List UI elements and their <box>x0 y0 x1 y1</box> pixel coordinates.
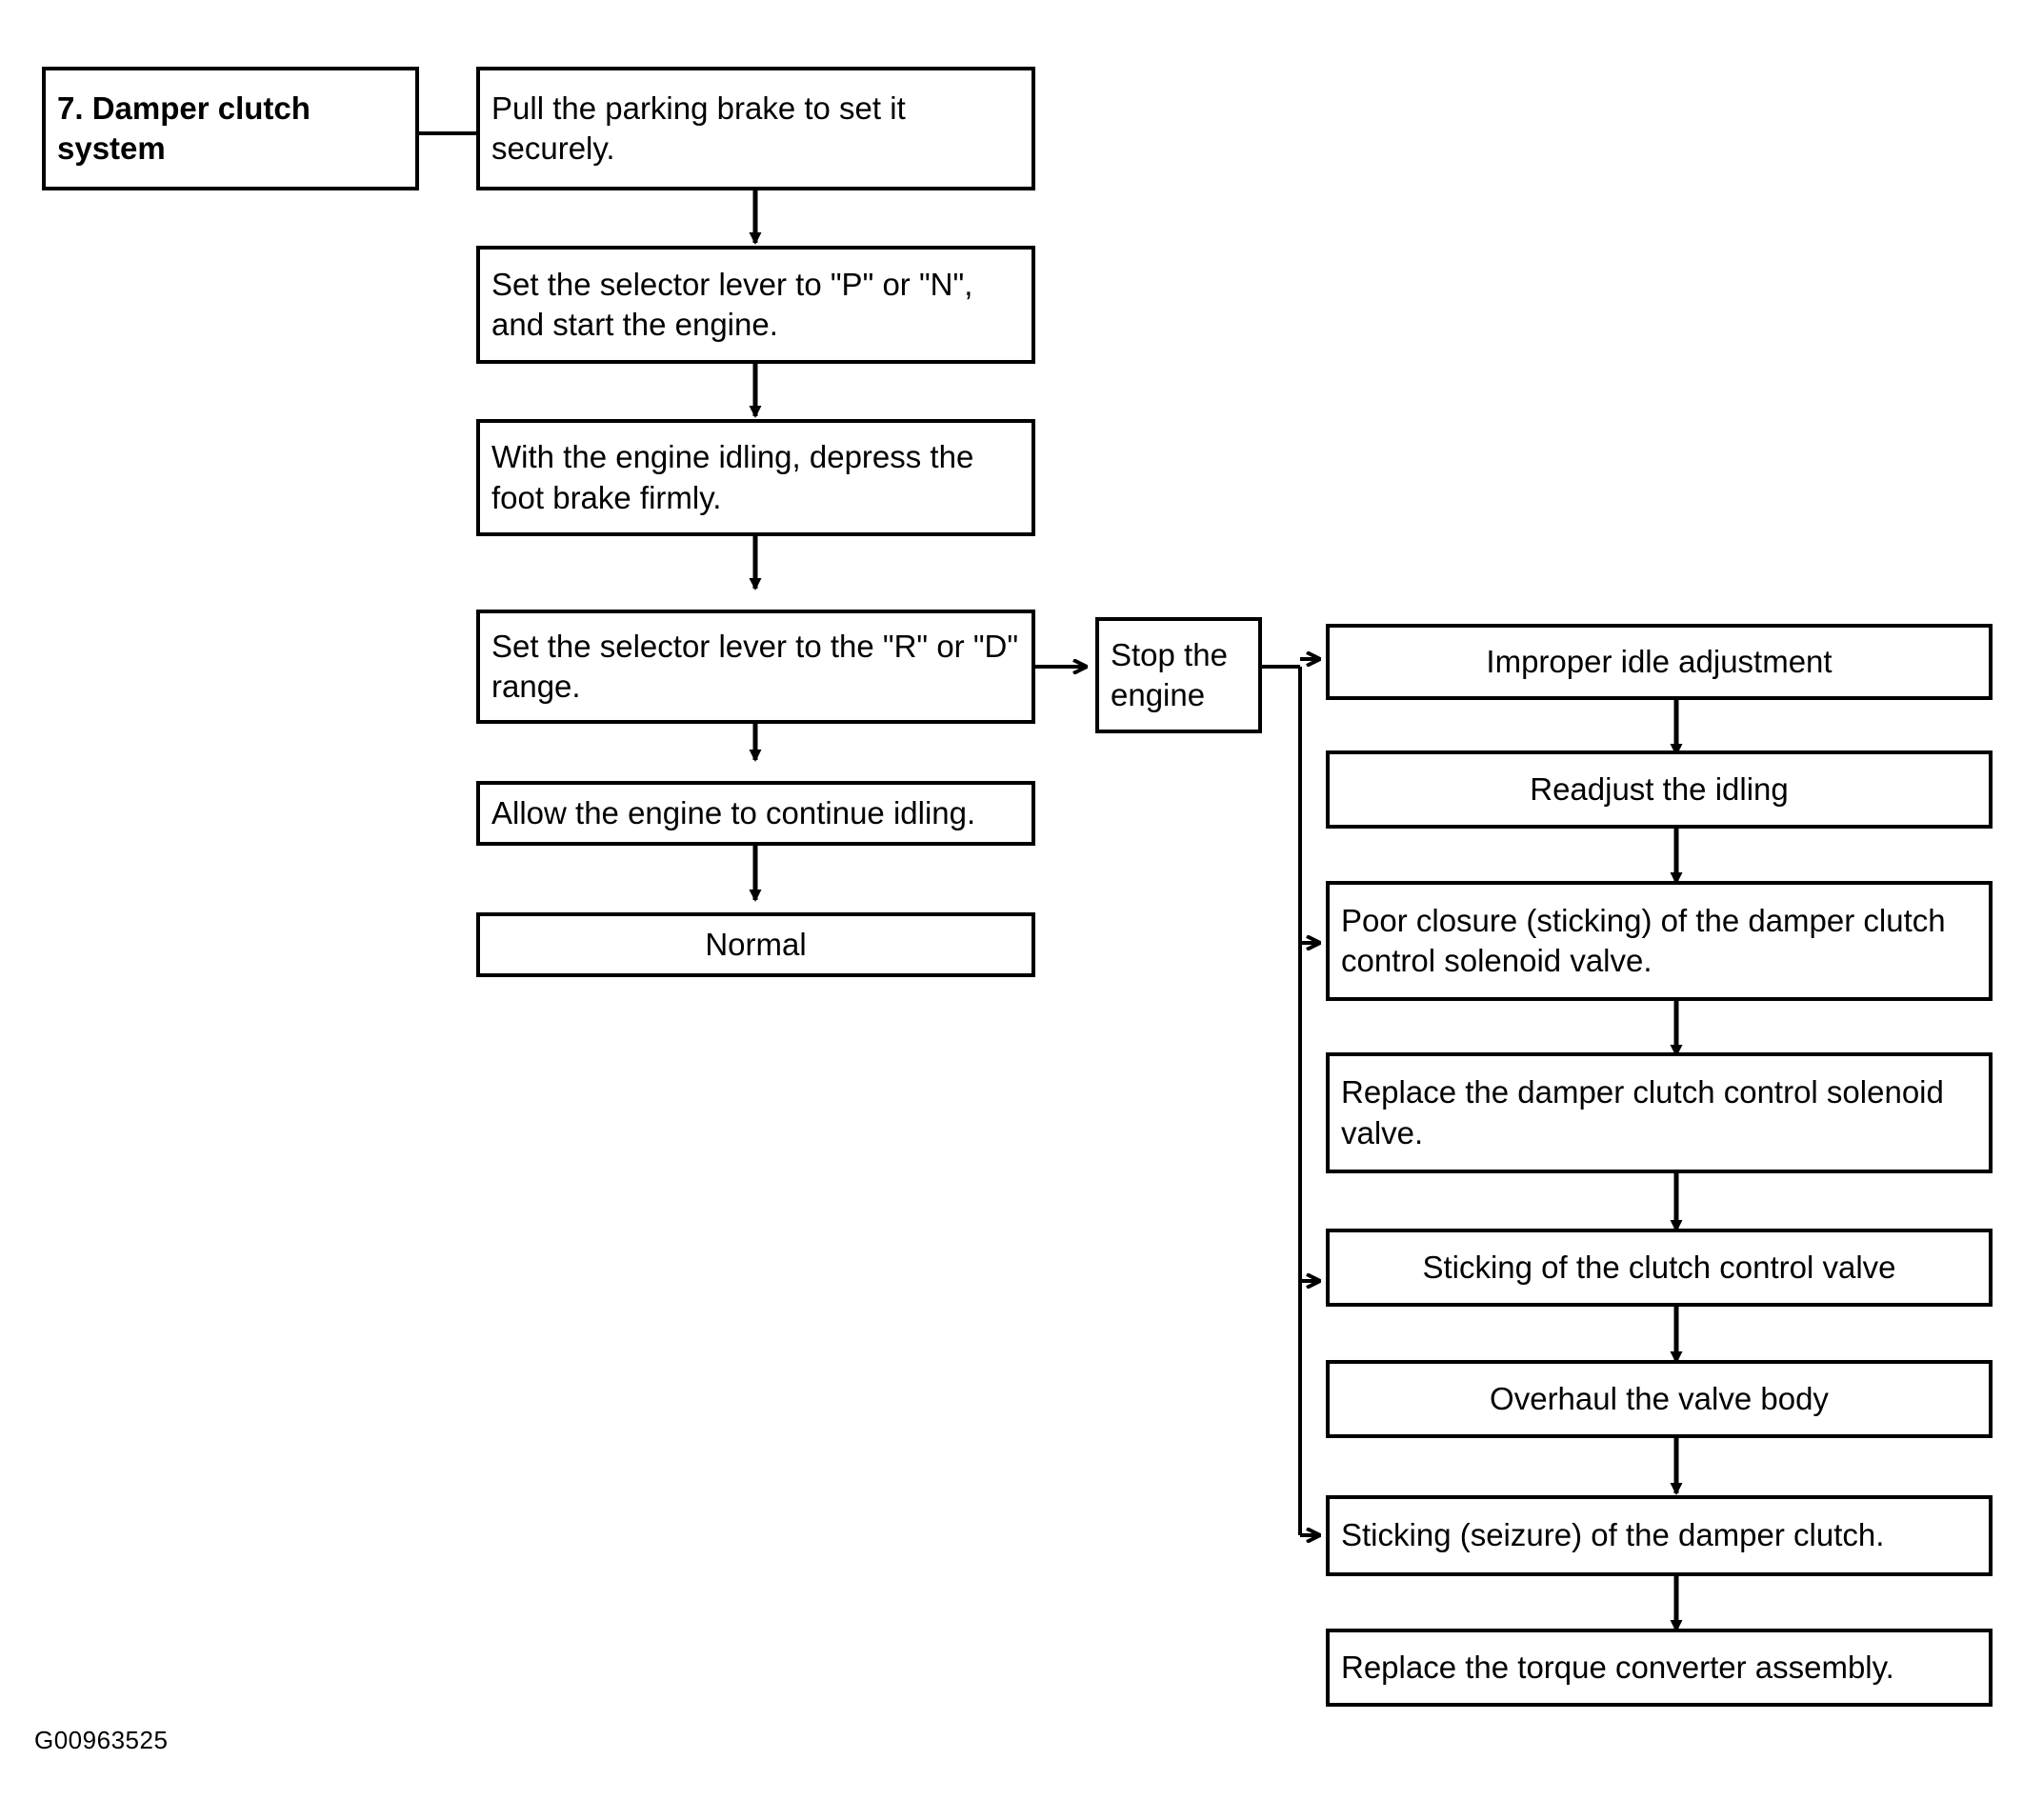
cause-improper-idle: Improper idle adjustment <box>1326 624 1993 700</box>
step-pull-parking-brake-text: Pull the parking brake to set it securel… <box>491 90 906 166</box>
step-depress-foot-brake: With the engine idling, depress the foot… <box>476 419 1035 536</box>
section-title-box: 7. Damper clutch system <box>42 67 419 190</box>
step-selector-p-n: Set the selector lever to "P" or "N", an… <box>476 246 1035 364</box>
cause-sticking-control-valve-text: Sticking of the clutch control valve <box>1422 1249 1896 1285</box>
action-replace-solenoid: Replace the damper clutch control soleno… <box>1326 1052 1993 1173</box>
action-replace-torque-converter-text: Replace the torque converter assembly. <box>1341 1649 1894 1685</box>
step-selector-p-n-text: Set the selector lever to "P" or "N", an… <box>491 266 973 342</box>
section-title-text: 7. Damper clutch system <box>57 90 310 166</box>
action-replace-torque-converter: Replace the torque converter assembly. <box>1326 1629 1993 1707</box>
stop-the-engine-text: Stop the engine <box>1111 636 1228 712</box>
action-replace-solenoid-text: Replace the damper clutch control soleno… <box>1341 1074 1944 1150</box>
cause-poor-closure-solenoid: Poor closure (sticking) of the damper cl… <box>1326 881 1993 1001</box>
step-continue-idling: Allow the engine to continue idling. <box>476 781 1035 846</box>
action-readjust-idling-text: Readjust the idling <box>1530 770 1789 807</box>
cause-poor-closure-solenoid-text: Poor closure (sticking) of the damper cl… <box>1341 902 1946 978</box>
cause-sticking-control-valve: Sticking of the clutch control valve <box>1326 1229 1993 1307</box>
cause-improper-idle-text: Improper idle adjustment <box>1486 643 1833 679</box>
step-pull-parking-brake: Pull the parking brake to set it securel… <box>476 67 1035 190</box>
stop-the-engine: Stop the engine <box>1095 617 1262 733</box>
cause-sticking-damper-clutch: Sticking (seizure) of the damper clutch. <box>1326 1495 1993 1576</box>
step-selector-r-d-text: Set the selector lever to the "R" or "D"… <box>491 628 1019 704</box>
result-normal-text: Normal <box>705 926 807 962</box>
cause-sticking-damper-clutch-text: Sticking (seizure) of the damper clutch. <box>1341 1517 1885 1553</box>
action-overhaul-valve-body: Overhaul the valve body <box>1326 1360 1993 1438</box>
action-readjust-idling: Readjust the idling <box>1326 750 1993 829</box>
step-continue-idling-text: Allow the engine to continue idling. <box>491 794 976 830</box>
figure-id-label: G00963525 <box>34 1726 169 1754</box>
step-depress-foot-brake-text: With the engine idling, depress the foot… <box>491 439 974 515</box>
action-overhaul-valve-body-text: Overhaul the valve body <box>1490 1380 1829 1416</box>
step-selector-r-d: Set the selector lever to the "R" or "D"… <box>476 610 1035 724</box>
result-normal: Normal <box>476 912 1035 977</box>
